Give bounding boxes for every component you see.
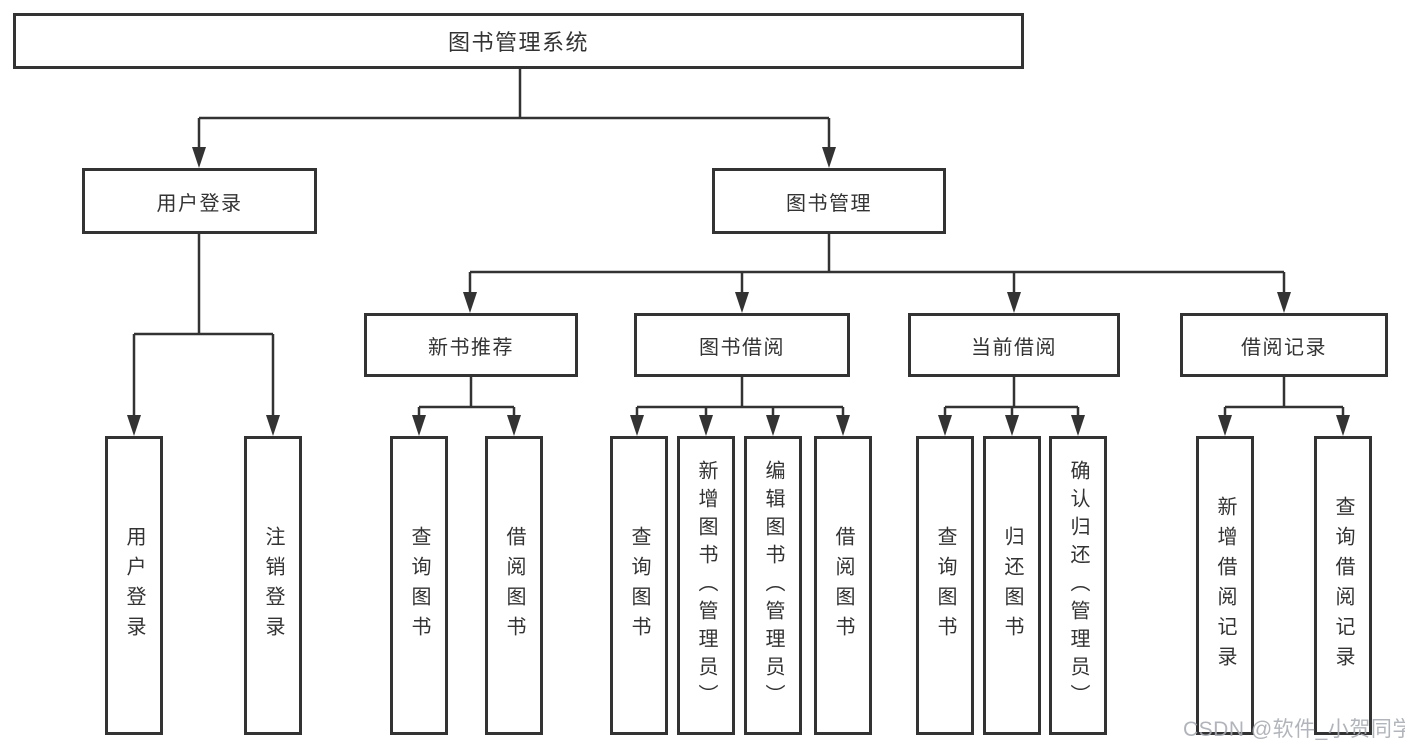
node-current-borrow: 当前借阅 [908,313,1120,377]
node-borrow-records-label: 借阅记录 [1241,336,1327,359]
node-recommend-query-book: 查询图书 [390,436,448,735]
node-current-query-book-label: 查询图书 [934,525,956,646]
node-book-borrow: 图书借阅 [634,313,850,377]
node-recommend-borrow-book-label: 借阅图书 [503,525,525,646]
node-borrow-borrow-book-label: 借阅图书 [832,525,854,646]
node-borrow-records: 借阅记录 [1180,313,1388,377]
node-recommend-query-book-label: 查询图书 [408,525,430,646]
node-book-management-label: 图书管理 [786,192,872,215]
node-new-book-recommend-label: 新书推荐 [428,336,514,359]
node-current-return-book: 归还图书 [983,436,1041,735]
node-book-borrow-label: 图书借阅 [699,336,785,359]
node-current-return-book-label: 归还图书 [1001,525,1023,646]
node-records-query-record: 查询借阅记录 [1314,436,1372,735]
node-logout: 注销登录 [244,436,302,735]
node-borrow-edit-book-admin: 编辑图书（管理员） [744,436,802,735]
csdn-watermark: CSDN @软件_小贺同学 [1183,718,1405,741]
node-records-add-record: 新增借阅记录 [1196,436,1254,735]
node-recommend-borrow-book: 借阅图书 [485,436,543,735]
node-borrow-borrow-book: 借阅图书 [814,436,872,735]
node-logout-label: 注销登录 [262,525,284,646]
node-borrow-query-book: 查询图书 [610,436,668,735]
node-user-login-module-label: 用户登录 [156,192,243,215]
node-borrow-add-book-admin: 新增图书（管理员） [677,436,735,735]
node-borrow-query-book-label: 查询图书 [628,525,650,646]
node-records-query-record-label: 查询借阅记录 [1332,495,1354,676]
node-root: 图书管理系统 [13,13,1024,69]
node-user-login-label: 用户登录 [123,525,145,646]
node-user-login-module: 用户登录 [82,168,317,234]
node-borrow-edit-book-admin-label: 编辑图书（管理员） [762,459,784,712]
node-new-book-recommend: 新书推荐 [364,313,578,377]
node-records-add-record-label: 新增借阅记录 [1214,495,1236,676]
node-current-confirm-return-admin-label: 确认归还（管理员） [1067,459,1089,712]
node-borrow-add-book-admin-label: 新增图书（管理员） [695,459,717,712]
node-root-label: 图书管理系统 [447,30,589,55]
node-user-login: 用户登录 [105,436,163,735]
node-current-borrow-label: 当前借阅 [971,336,1057,359]
node-book-management: 图书管理 [712,168,946,234]
node-current-query-book: 查询图书 [916,436,974,735]
node-current-confirm-return-admin: 确认归还（管理员） [1049,436,1107,735]
